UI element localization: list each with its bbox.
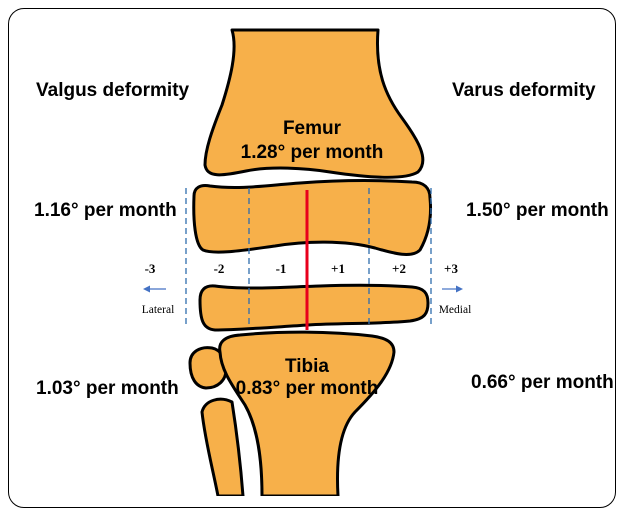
zone-label-minus-3: -3 — [145, 261, 156, 276]
zone-label-minus-1: -1 — [276, 261, 287, 276]
lateral-label: Lateral — [142, 304, 175, 316]
valgus-lower-rate: 1.03° per month — [36, 378, 179, 399]
zone-label-plus-2: +2 — [392, 261, 406, 276]
upper-joint-piece — [194, 181, 431, 255]
varus-upper-rate: 1.50° per month — [466, 200, 609, 221]
zone-label-minus-2: -2 — [214, 261, 225, 276]
medial-arrow-head — [456, 286, 463, 293]
femur-rate: 1.28° per month — [241, 142, 384, 163]
knee-diagram: Valgus deformity Varus deformity Femur 1… — [0, 0, 625, 496]
varus-lower-rate: 0.66° per month — [471, 372, 614, 393]
tibia-rate: 0.83° per month — [236, 378, 379, 399]
lateral-arrow-head — [143, 286, 150, 293]
zone-label-plus-1: +1 — [331, 261, 345, 276]
femur-label: Femur — [283, 118, 342, 139]
varus-title: Varus deformity — [452, 80, 596, 101]
medial-label: Medial — [439, 304, 472, 316]
zone-label-plus-3: +3 — [444, 261, 458, 276]
tibia-label: Tibia — [285, 356, 329, 377]
fibula-shaft — [202, 399, 243, 496]
lower-joint-piece — [200, 285, 428, 330]
valgus-upper-rate: 1.16° per month — [34, 200, 177, 221]
valgus-title: Valgus deformity — [36, 80, 190, 101]
